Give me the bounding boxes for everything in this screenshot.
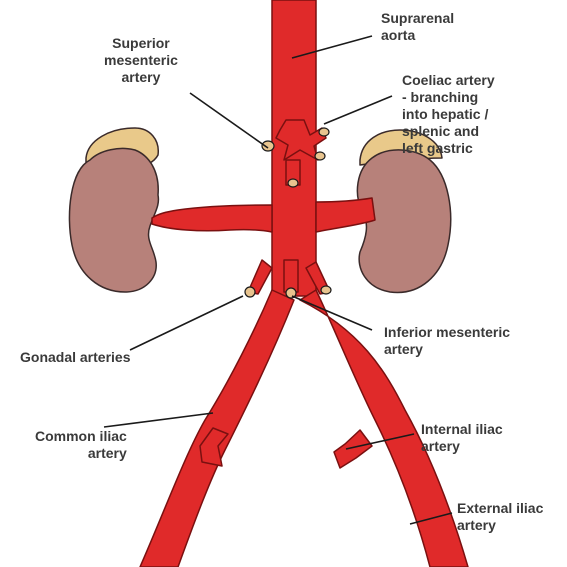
label-line: Superior — [104, 35, 178, 52]
label-line: Common iliac — [35, 428, 127, 445]
left-common-iliac-artery — [140, 290, 294, 567]
label-line: Coeliac artery — [402, 72, 495, 89]
label-line: artery — [104, 69, 178, 86]
label-external-iliac-artery: External iliac artery — [457, 500, 543, 534]
label-line: Inferior mesenteric — [384, 324, 510, 341]
label-line: artery — [421, 438, 503, 455]
leader-coeliac — [324, 96, 392, 124]
label-line: Gonadal arteries — [20, 349, 131, 366]
label-line: into hepatic / — [402, 106, 495, 123]
label-line: artery — [384, 341, 510, 358]
label-line: mesenteric — [104, 52, 178, 69]
label-line: External iliac — [457, 500, 543, 517]
label-superior-mesenteric-artery: Superior mesenteric artery — [104, 35, 178, 86]
cut-end-gonadal-left — [245, 287, 255, 297]
label-line: Internal iliac — [421, 421, 503, 438]
label-suprarenal-aorta: Suprarenal aorta — [381, 10, 454, 44]
label-line: aorta — [381, 27, 454, 44]
left-kidney — [69, 148, 158, 292]
label-line: splenic and — [402, 123, 495, 140]
label-gonadal-arteries: Gonadal arteries — [20, 349, 131, 366]
cut-end-coeliac-1 — [319, 128, 329, 136]
cut-end-sma-stub — [288, 179, 298, 187]
label-coeliac-artery: Coeliac artery - branching into hepatic … — [402, 72, 495, 157]
inferior-mesenteric-stub — [284, 260, 298, 292]
label-line: artery — [457, 517, 543, 534]
label-common-iliac-artery: Common iliac artery — [35, 428, 127, 462]
label-line: artery — [35, 445, 127, 462]
leader-gonadal — [130, 296, 243, 350]
label-inferior-mesenteric-artery: Inferior mesenteric artery — [384, 324, 510, 358]
label-internal-iliac-artery: Internal iliac artery — [421, 421, 503, 455]
cut-end-coeliac-2 — [315, 152, 325, 160]
right-internal-iliac-artery — [334, 430, 372, 468]
label-line: Suprarenal — [381, 10, 454, 27]
leader-superior-mesenteric — [190, 93, 268, 148]
leader-common-iliac — [104, 413, 213, 427]
label-line: left gastric — [402, 140, 495, 157]
label-line: - branching — [402, 89, 495, 106]
cut-end-gonadal-right — [321, 286, 331, 294]
left-renal-artery — [152, 205, 272, 232]
